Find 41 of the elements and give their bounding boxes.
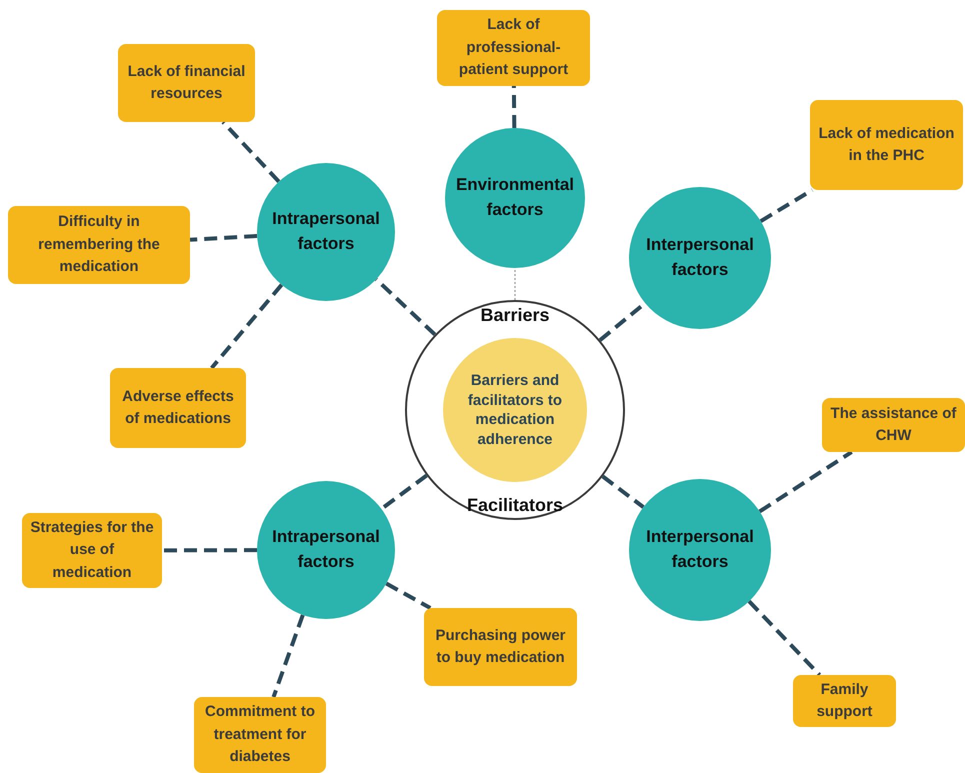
- factor-box: [22, 513, 162, 588]
- factor-text: Strategies for the use of medication: [30, 518, 154, 583]
- ring-label: Barriers: [480, 306, 550, 324]
- factor-text: Adverse effects of medications: [121, 386, 235, 429]
- factor-box: [118, 44, 255, 122]
- factor-text: Difficulty in remembering the medication: [37, 212, 161, 278]
- factor-box: [424, 608, 577, 686]
- factor-text: The assistance of CHW: [830, 404, 957, 446]
- factor-label: Interpersonal factors: [645, 526, 755, 573]
- factor-label: Interpersonal factors: [645, 234, 755, 281]
- factor-box: [810, 100, 963, 190]
- connector-line: [760, 188, 814, 223]
- factor-box: [110, 368, 246, 448]
- factor-text: Commitment to treatment for diabetes: [204, 702, 316, 768]
- connector-line: [385, 582, 432, 610]
- factor-box: [437, 10, 590, 86]
- ring-label: Facilitators: [466, 496, 564, 514]
- factor-text: Lack of financial resources: [126, 62, 246, 104]
- connector-line: [190, 234, 258, 242]
- factor-box: [822, 398, 965, 452]
- connector-line: [748, 600, 822, 676]
- factor-text: Purchasing power to buy medication: [434, 626, 567, 668]
- connector-line: [272, 614, 305, 698]
- factor-text: Lack of medication in the PHC: [818, 124, 955, 166]
- connector-line: [210, 284, 284, 370]
- connector-line: [380, 474, 428, 511]
- connector-line: [514, 268, 516, 300]
- factor-box: [793, 675, 896, 727]
- factor-text: Family support: [816, 680, 874, 722]
- connector-line: [162, 548, 257, 552]
- connector-line: [512, 86, 516, 128]
- connector-line: [222, 120, 280, 183]
- factor-box: [8, 206, 190, 284]
- factor-label: Intrapersonal factors: [271, 208, 381, 255]
- factor-box: [194, 697, 326, 773]
- connector-line: [602, 474, 645, 509]
- connector-line: [374, 278, 436, 336]
- factor-label: Intrapersonal factors: [271, 526, 381, 573]
- factor-label: Environmental factors: [454, 174, 576, 221]
- center-title: Barriers and facilitators to medication adherence: [466, 371, 564, 449]
- factor-text: Lack of professional-patient support: [458, 15, 570, 80]
